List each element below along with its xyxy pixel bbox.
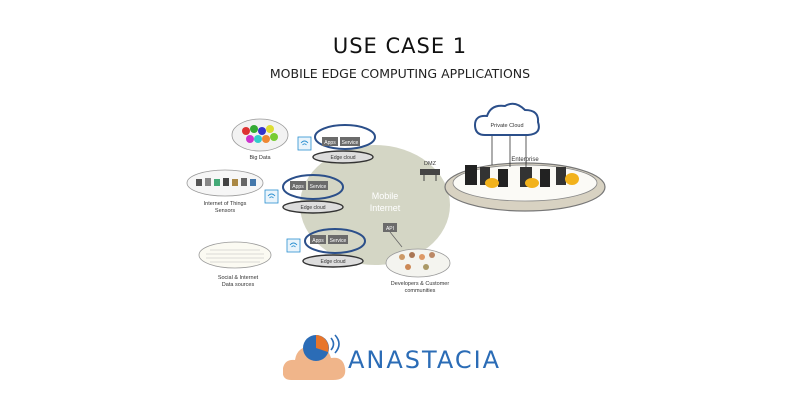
edge-node-1: Apps Service Edge cloud [312, 124, 376, 164]
people-icons [399, 252, 435, 270]
edge-node-2: Apps Service Edge cloud [282, 174, 344, 214]
mobile-internet-label-2: Internet [370, 203, 401, 213]
enterprise-label: Enterprise [511, 157, 539, 163]
api-box [383, 223, 397, 232]
social-label-1: Social & Internet [218, 275, 259, 281]
private-cloud-label: Private Cloud [490, 123, 523, 129]
page-title: USE CASE 1 [332, 34, 468, 58]
iot-label-2: Sensors [215, 208, 235, 214]
enterprise-servers [465, 165, 579, 188]
private-cloud-icon [473, 102, 540, 167]
edge3-service: Service [330, 238, 347, 244]
social-text-lines [206, 249, 264, 263]
mobile-internet-label-1: Mobile [372, 191, 399, 201]
dmz-label: DMZ [424, 161, 437, 167]
edge-node-3: Apps Service Edge cloud [302, 228, 366, 268]
mec-diagram: Mobile Internet Big Data Internet of Thi… [186, 102, 606, 294]
developers-label-1: Developers & Customer [391, 281, 450, 287]
edge3-cloud: Edge cloud [320, 259, 345, 265]
edge2-service: Service [310, 184, 327, 190]
edge1-apps: Apps [324, 140, 336, 146]
iot-device-icons [196, 178, 256, 186]
edge1-cloud: Edge cloud [330, 155, 355, 161]
logo-wordmark: ANASTACIA [348, 346, 502, 374]
edge2-apps: Apps [292, 184, 304, 190]
edge3-apps: Apps [312, 238, 324, 244]
big-data-label: Big Data [249, 155, 271, 161]
page-subtitle: MOBILE EDGE COMPUTING APPLICATIONS [269, 66, 531, 81]
edge1-service: Service [342, 140, 359, 146]
developers-label-2: communities [405, 288, 436, 294]
edge2-cloud: Edge cloud [300, 205, 325, 211]
big-data-source [231, 118, 289, 152]
big-data-dots [242, 125, 278, 143]
api-label: API [386, 226, 394, 232]
dmz-router [420, 169, 440, 175]
social-source [198, 241, 272, 269]
developers-community [385, 248, 451, 278]
social-label-2: Data sources [222, 282, 255, 288]
anastacia-logo-mark [283, 334, 346, 380]
iot-label-1: Internet of Things [204, 201, 247, 207]
